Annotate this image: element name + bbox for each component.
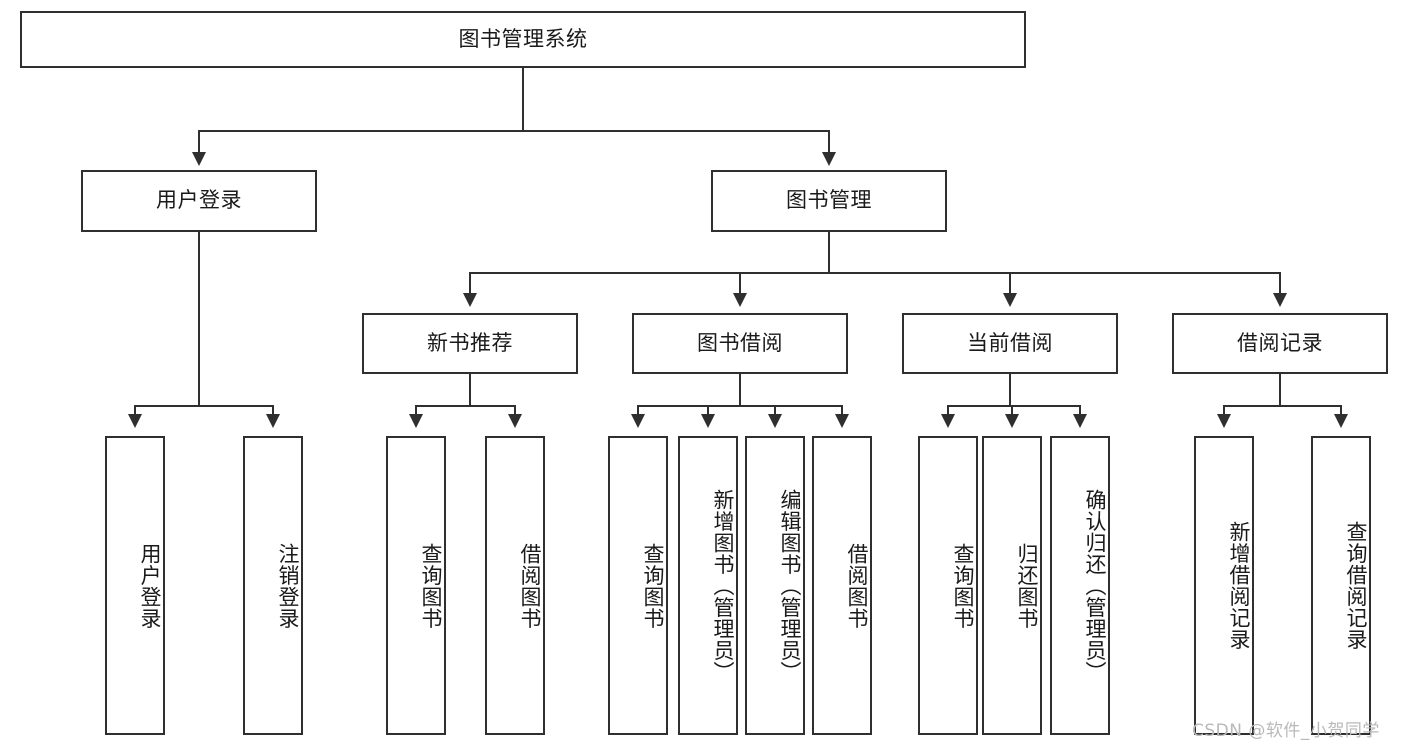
leaf-query-borrow-record[interactable]: 查询借阅记录 — [1311, 436, 1371, 735]
connector-bm-drop-3 — [1009, 272, 1011, 293]
connector-root-bus — [198, 130, 830, 132]
arrow-to-leaf-return-book — [1005, 414, 1019, 428]
arrow-to-leaf-add-book-admin — [701, 414, 715, 428]
connector-user-login-drop-2 — [272, 405, 274, 414]
connector-recommend-bus — [415, 405, 515, 407]
connector-user-login-drop-1 — [134, 405, 136, 414]
connector-borrow-bus — [637, 405, 842, 407]
connector-record-stem — [1279, 374, 1281, 405]
arrow-to-leaf-query-book-borrow — [631, 414, 645, 428]
connector-bo-drop-2 — [707, 405, 709, 414]
leaf-user-login[interactable]: 用户登录 — [105, 436, 165, 735]
arrow-to-leaf-edit-book-admin — [768, 414, 782, 428]
node-label: 用户登录 — [138, 542, 162, 629]
connector-rec-drop-2 — [514, 405, 516, 414]
node-label: 用户登录 — [156, 188, 242, 213]
connector-root-drop-left — [198, 130, 200, 154]
connector-bm-drop-4 — [1279, 272, 1281, 293]
node-label: 图书管理系统 — [458, 26, 588, 51]
connector-bo-drop-3 — [774, 405, 776, 414]
node-label: 注销登录 — [276, 542, 300, 629]
node-user-login[interactable]: 用户登录 — [81, 170, 317, 232]
node-label: 借阅图书 — [518, 542, 542, 629]
node-label: 图书管理 — [786, 188, 872, 213]
node-label: 查询图书 — [419, 542, 443, 629]
node-label: 新增图书（管理员） — [711, 488, 735, 683]
arrow-to-leaf-query-borrow-record — [1334, 414, 1348, 428]
connector-re-drop-2 — [1340, 405, 1342, 414]
leaf-confirm-return-admin[interactable]: 确认归还（管理员） — [1050, 436, 1110, 735]
connector-record-bus — [1223, 405, 1342, 407]
node-label: 图书借阅 — [697, 330, 783, 355]
connector-cu-drop-3 — [1079, 405, 1081, 414]
leaf-add-book-admin[interactable]: 新增图书（管理员） — [678, 436, 738, 735]
arrow-to-borrow-record — [1273, 293, 1287, 307]
arrow-to-book-borrow — [733, 293, 747, 307]
arrow-to-leaf-query-book-recommend — [409, 414, 423, 428]
leaf-borrow-book[interactable]: 借阅图书 — [812, 436, 872, 735]
connector-bo-drop-4 — [841, 405, 843, 414]
arrow-to-leaf-user-login — [128, 414, 142, 428]
node-label: 借阅图书 — [845, 542, 869, 629]
arrow-to-new-book-recommend — [463, 293, 477, 307]
connector-cu-drop-1 — [947, 405, 949, 414]
leaf-logout[interactable]: 注销登录 — [243, 436, 303, 735]
node-label: 当前借阅 — [967, 330, 1053, 355]
arrow-to-current-borrow — [1003, 293, 1017, 307]
node-borrow-record[interactable]: 借阅记录 — [1172, 313, 1388, 374]
arrow-to-book-management — [822, 152, 836, 166]
leaf-query-book-recommend[interactable]: 查询图书 — [386, 436, 446, 735]
watermark: CSDN @软件_小贺同学 — [1192, 721, 1380, 741]
connector-root-stem — [522, 68, 524, 130]
leaf-query-book-current[interactable]: 查询图书 — [918, 436, 978, 735]
connector-bo-drop-1 — [637, 405, 639, 414]
connector-user-login-bus — [134, 405, 274, 407]
arrow-to-leaf-borrow-book-recommend — [508, 414, 522, 428]
leaf-borrow-book-recommend[interactable]: 借阅图书 — [485, 436, 545, 735]
arrow-to-leaf-add-borrow-record — [1217, 414, 1231, 428]
connector-bm-drop-1 — [469, 272, 471, 293]
arrow-to-leaf-confirm-return-admin — [1073, 414, 1087, 428]
leaf-add-borrow-record[interactable]: 新增借阅记录 — [1194, 436, 1254, 735]
arrow-to-leaf-logout — [266, 414, 280, 428]
connector-root-drop-right — [828, 130, 830, 154]
node-label: 确认归还（管理员） — [1083, 488, 1107, 683]
connector-current-bus — [947, 405, 1081, 407]
connector-current-stem — [1009, 374, 1011, 405]
connector-borrow-stem — [739, 374, 741, 405]
node-book-management[interactable]: 图书管理 — [711, 170, 947, 232]
node-current-borrow[interactable]: 当前借阅 — [902, 313, 1118, 374]
connector-book-mgmt-stem — [828, 232, 830, 272]
connector-user-login-stem — [198, 232, 200, 405]
node-label: 借阅记录 — [1237, 330, 1323, 355]
connector-recommend-stem — [469, 374, 471, 405]
node-label: 查询借阅记录 — [1344, 521, 1368, 650]
connector-re-drop-1 — [1223, 405, 1225, 414]
leaf-return-book[interactable]: 归还图书 — [982, 436, 1042, 735]
connector-bm-drop-2 — [739, 272, 741, 293]
connector-cu-drop-2 — [1011, 405, 1013, 414]
leaf-query-book-borrow[interactable]: 查询图书 — [608, 436, 668, 735]
node-label: 编辑图书（管理员） — [778, 488, 802, 683]
node-root[interactable]: 图书管理系统 — [20, 11, 1026, 68]
leaf-edit-book-admin[interactable]: 编辑图书（管理员） — [745, 436, 805, 735]
node-label: 查询图书 — [951, 542, 975, 629]
node-label: 新书推荐 — [427, 330, 513, 355]
arrow-to-leaf-query-book-current — [941, 414, 955, 428]
node-new-book-recommend[interactable]: 新书推荐 — [362, 313, 578, 374]
arrow-to-leaf-borrow-book — [835, 414, 849, 428]
node-label: 新增借阅记录 — [1227, 521, 1251, 650]
connector-rec-drop-1 — [415, 405, 417, 414]
node-label: 查询图书 — [641, 542, 665, 629]
connector-book-mgmt-bus — [469, 272, 1280, 274]
arrow-to-user-login — [192, 152, 206, 166]
node-label: 归还图书 — [1015, 542, 1039, 629]
node-book-borrow[interactable]: 图书借阅 — [632, 313, 848, 374]
